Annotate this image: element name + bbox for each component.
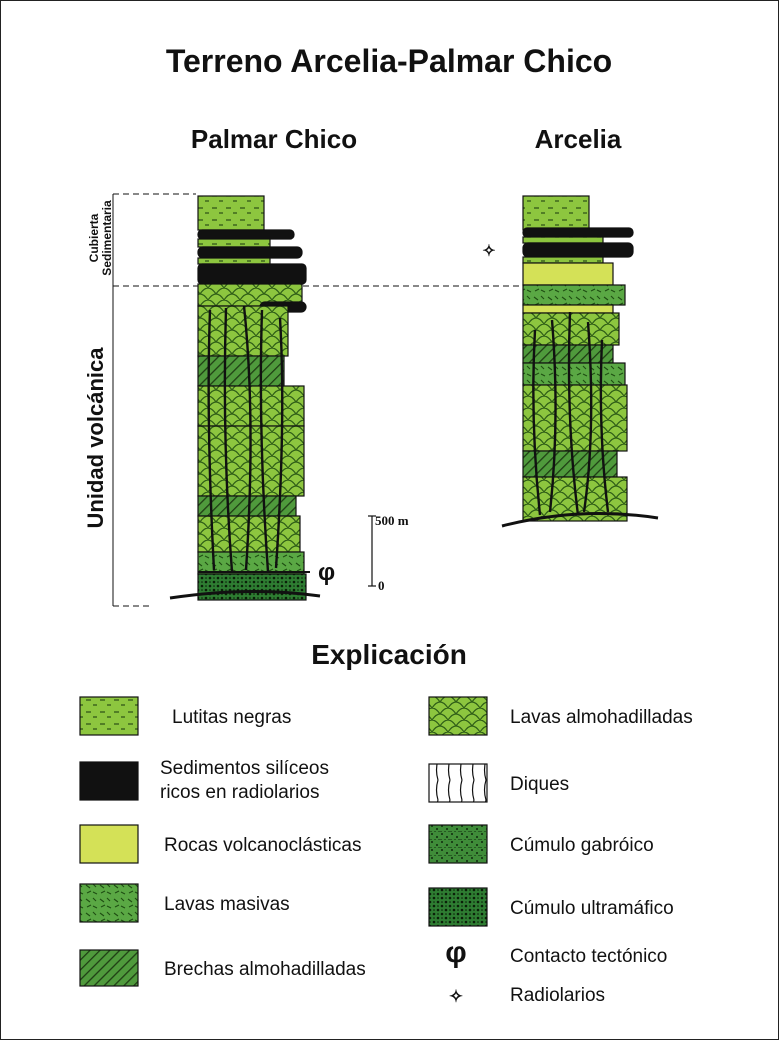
legend-label-masivas: Lavas masivas (164, 894, 290, 915)
legend-label-volcanoclasticas: Rocas volcanoclásticas (164, 835, 361, 856)
legend-item-almohadilladas: Lavas almohadilladas (428, 696, 693, 736)
scale-bottom-label: 0 (378, 578, 385, 593)
swatch-ultramafico (428, 887, 488, 927)
scale-top-label: 500 m (375, 513, 409, 528)
layer-volcanoclasticas (522, 304, 614, 314)
legend-item-radiolarios: ✧ Radiolarios (449, 985, 605, 1006)
radiolarios-icon: ✧ (449, 987, 463, 1006)
dike-lines (532, 311, 610, 516)
layer-almohadilladas (522, 384, 628, 452)
layer-lutitas (522, 195, 590, 231)
layer-silice (197, 263, 307, 285)
layer-silice (522, 227, 634, 238)
label-cubierta-line2: Sedimentaria (100, 200, 114, 276)
layer-brechas (197, 495, 297, 517)
swatch-lutitas (79, 696, 139, 736)
layer-almohadilladas (197, 305, 289, 357)
legend-label-lutitas: Lutitas negras (172, 707, 291, 728)
tectonic-contact-icon: φ (445, 936, 466, 969)
scale-bar (368, 515, 376, 587)
column-palmar-chico (169, 195, 321, 601)
legend-item-diques: Diques (428, 763, 569, 803)
legend: Lutitas negras Sedimentos silíceos ricos… (79, 696, 693, 1006)
legend-item-contacto: φ Contacto tectónico (445, 936, 667, 969)
legend-label-silice-line1: Sedimentos silíceos (160, 758, 329, 779)
legend-label-ultramafico: Cúmulo ultramáfico (510, 898, 674, 919)
tectonic-contact-symbol: φ (318, 559, 335, 586)
legend-label-silice-line2: ricos en radiolarios (160, 782, 319, 803)
legend-item-gabroico: Cúmulo gabróico (428, 824, 654, 864)
dike-lines (207, 305, 284, 573)
legend-heading: Explicación (311, 639, 467, 670)
layer-silice (197, 246, 303, 259)
swatch-gabroico (428, 824, 488, 864)
swatch-diques (428, 763, 488, 803)
column-title-arcelia: Arcelia (535, 124, 622, 154)
layer-lutitas (522, 236, 604, 244)
swatch-volcanoclasticas (79, 824, 139, 864)
label-unidad-volcanica: Unidad volcánica (83, 347, 108, 529)
column-base (501, 512, 659, 528)
swatch-masivas (79, 883, 139, 923)
legend-label-diques: Diques (510, 774, 569, 795)
legend-item-volcanoclasticas: Rocas volcanoclásticas (79, 824, 361, 864)
legend-label-contacto: Contacto tectónico (510, 946, 667, 967)
layer-volcanoclasticas (522, 262, 614, 286)
label-cubierta-line1: Cubierta (87, 213, 101, 262)
swatch-brechas (79, 949, 139, 987)
layer-ultramafico (197, 573, 307, 601)
legend-label-almohadilladas: Lavas almohadilladas (510, 707, 693, 728)
layer-lutitas (522, 256, 604, 264)
layer-silice (522, 242, 634, 258)
figure-title: Terreno Arcelia-Palmar Chico (166, 43, 612, 79)
layer-lutitas (197, 195, 265, 231)
radiolarios-marker: ✧ (482, 243, 495, 260)
legend-item-brechas: Brechas almohadilladas (79, 949, 366, 987)
legend-item-lutitas: Lutitas negras (79, 696, 291, 736)
column-arcelia (501, 195, 659, 528)
layer-silice (197, 229, 295, 240)
layer-masivas (522, 284, 626, 306)
legend-label-radiolarios: Radiolarios (510, 985, 605, 1006)
legend-label-gabroico: Cúmulo gabróico (510, 835, 654, 856)
column-base (169, 589, 321, 600)
swatch-silice (79, 761, 139, 801)
layer-masivas (522, 362, 626, 386)
layer-lutitas (197, 238, 271, 248)
unit-divisions (112, 193, 520, 607)
swatch-almohadilladas (428, 696, 488, 736)
legend-item-masivas: Lavas masivas (79, 883, 290, 923)
legend-item-ultramafico: Cúmulo ultramáfico (428, 887, 674, 927)
column-title-palmar-chico: Palmar Chico (191, 124, 357, 154)
layer-almohadilladas (522, 312, 620, 346)
layer-brechas (197, 355, 285, 387)
layer-lutitas (197, 257, 271, 265)
legend-label-brechas: Brechas almohadilladas (164, 959, 366, 980)
layer-brechas (522, 450, 618, 478)
legend-item-silice: Sedimentos silíceos ricos en radiolarios (79, 758, 329, 803)
